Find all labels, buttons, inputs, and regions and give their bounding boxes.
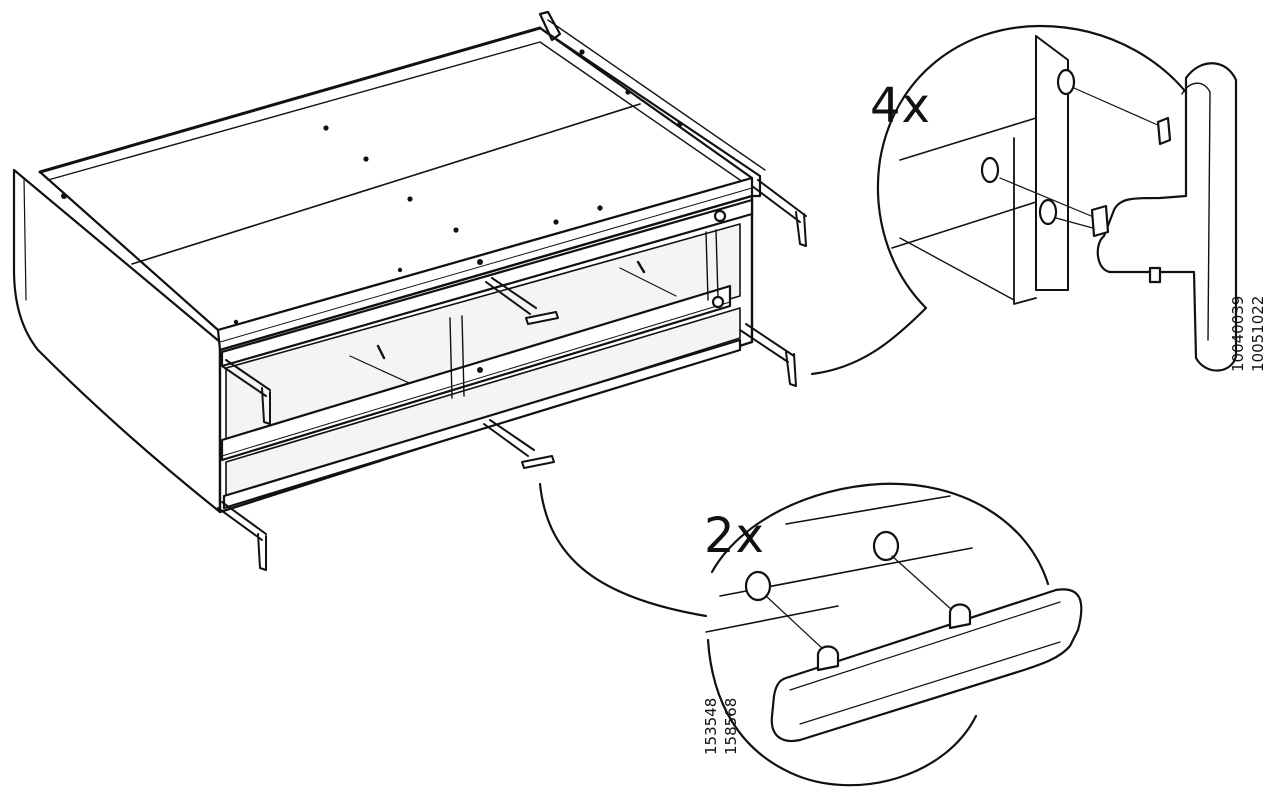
- part-number: 158568: [722, 697, 740, 755]
- part-numbers-t-handle: 10040039 10051022: [1229, 295, 1270, 372]
- quantity-label-bar-handle: 2x: [704, 508, 765, 564]
- fitting-t-lower-left: [217, 501, 267, 571]
- part-number: 10051022: [1249, 295, 1267, 372]
- cabinet-fittings: [217, 179, 807, 571]
- fitting-t-mid-right: [739, 323, 797, 387]
- callout-b-bubble: [538, 482, 708, 618]
- callout-bar-handle: [538, 482, 1083, 787]
- lower-drawer-opening: [225, 307, 741, 501]
- part-number: 153548: [702, 697, 720, 755]
- fitting-t-top-right: [751, 179, 807, 247]
- part-numbers-bar-handle: 153548 158568: [702, 697, 743, 755]
- fitting-t-upper-left: [221, 359, 271, 425]
- quantity-label-t-handle: 4x: [870, 78, 931, 134]
- fitting-bar-upper: [485, 277, 559, 325]
- cabinet-left-side: [12, 168, 222, 514]
- callout-t-handle: [810, 24, 1238, 376]
- part-number: 10040039: [1229, 295, 1247, 372]
- upper-drawer-opening: [225, 223, 741, 445]
- cabinet: [12, 10, 766, 514]
- bar-handle-part: [770, 588, 1083, 743]
- callout-a-bubble: [810, 24, 1202, 376]
- top-seam: [131, 103, 641, 265]
- middle-rail: [220, 284, 732, 462]
- fitting-bar-lower: [483, 419, 555, 469]
- t-handle-part: [1096, 62, 1238, 372]
